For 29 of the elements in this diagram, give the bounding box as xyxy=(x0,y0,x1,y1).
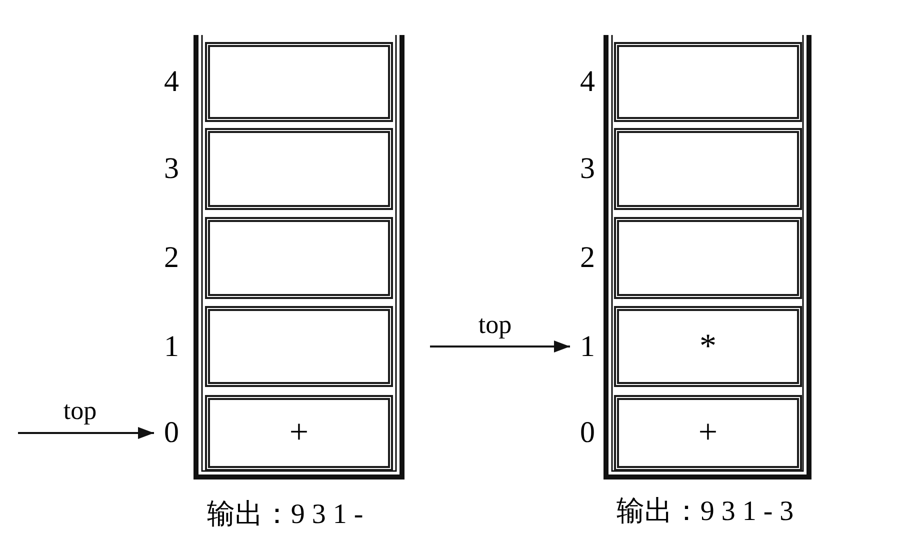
stack-cell xyxy=(205,306,393,387)
index-number: 2 xyxy=(580,243,595,273)
index-number: 1 xyxy=(164,332,179,362)
caption: 输出：9 3 1 - xyxy=(206,501,364,529)
stack-cell xyxy=(205,395,393,471)
index-number: 1 xyxy=(580,332,595,362)
index-number: 4 xyxy=(164,67,179,97)
cell-symbol: * xyxy=(700,330,716,364)
index-number: 3 xyxy=(164,154,179,184)
stack-cell xyxy=(614,306,802,387)
index-number: 2 xyxy=(164,243,179,273)
stack-cell xyxy=(614,217,802,299)
cell-symbol: + xyxy=(289,416,309,450)
cell-symbol: + xyxy=(698,416,718,450)
arrow xyxy=(430,340,570,352)
stack-cell xyxy=(205,42,393,122)
stack-frame xyxy=(193,35,405,480)
index-number: 0 xyxy=(164,418,179,448)
stack-cell xyxy=(205,128,393,210)
arrow xyxy=(18,427,154,439)
stack-cell xyxy=(614,128,802,210)
stack-cell xyxy=(614,42,802,122)
stack-frame xyxy=(603,35,812,480)
stack-cell xyxy=(205,217,393,299)
caption: 输出：9 3 1 - 3 xyxy=(616,498,794,526)
index-number: 4 xyxy=(580,67,595,97)
index-number: 0 xyxy=(580,418,595,448)
stack-cell xyxy=(614,395,802,471)
index-number: 3 xyxy=(580,154,595,184)
